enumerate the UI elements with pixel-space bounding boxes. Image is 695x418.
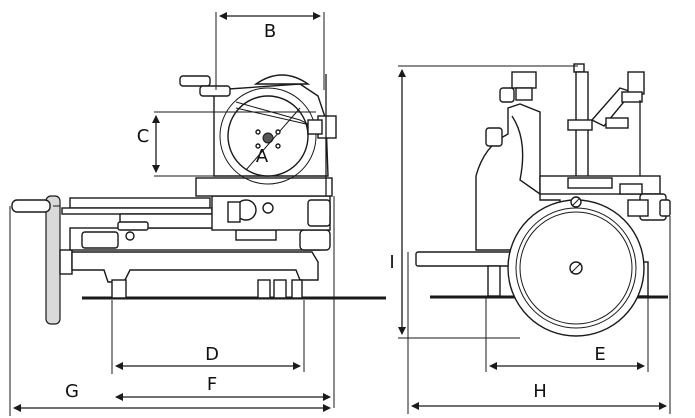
dimension-f: F [115, 196, 335, 408]
label-a: A [256, 146, 269, 167]
label-f: F [207, 374, 217, 395]
label-d: D [205, 344, 219, 365]
dimension-i: I [389, 65, 578, 339]
dimension-c: C [137, 111, 316, 177]
dimension-e: E [485, 296, 649, 372]
blade-housing [179, 74, 337, 197]
dimension-g: G [9, 206, 331, 416]
dimension-d: D [111, 300, 305, 374]
hand-wheel [11, 195, 61, 325]
dimension-h: H [407, 216, 671, 414]
label-b: B [264, 21, 276, 42]
label-c: C [137, 126, 150, 147]
base-body [59, 227, 331, 299]
side-view-slicer: B C A D F G [9, 12, 386, 416]
label-h: H [533, 381, 547, 402]
front-view-slicer: I E H [389, 63, 671, 414]
label-e: E [594, 344, 605, 365]
front-blade [507, 196, 645, 337]
label-i: I [389, 252, 394, 273]
label-g: G [65, 381, 79, 402]
dimension-b: B [215, 12, 325, 90]
